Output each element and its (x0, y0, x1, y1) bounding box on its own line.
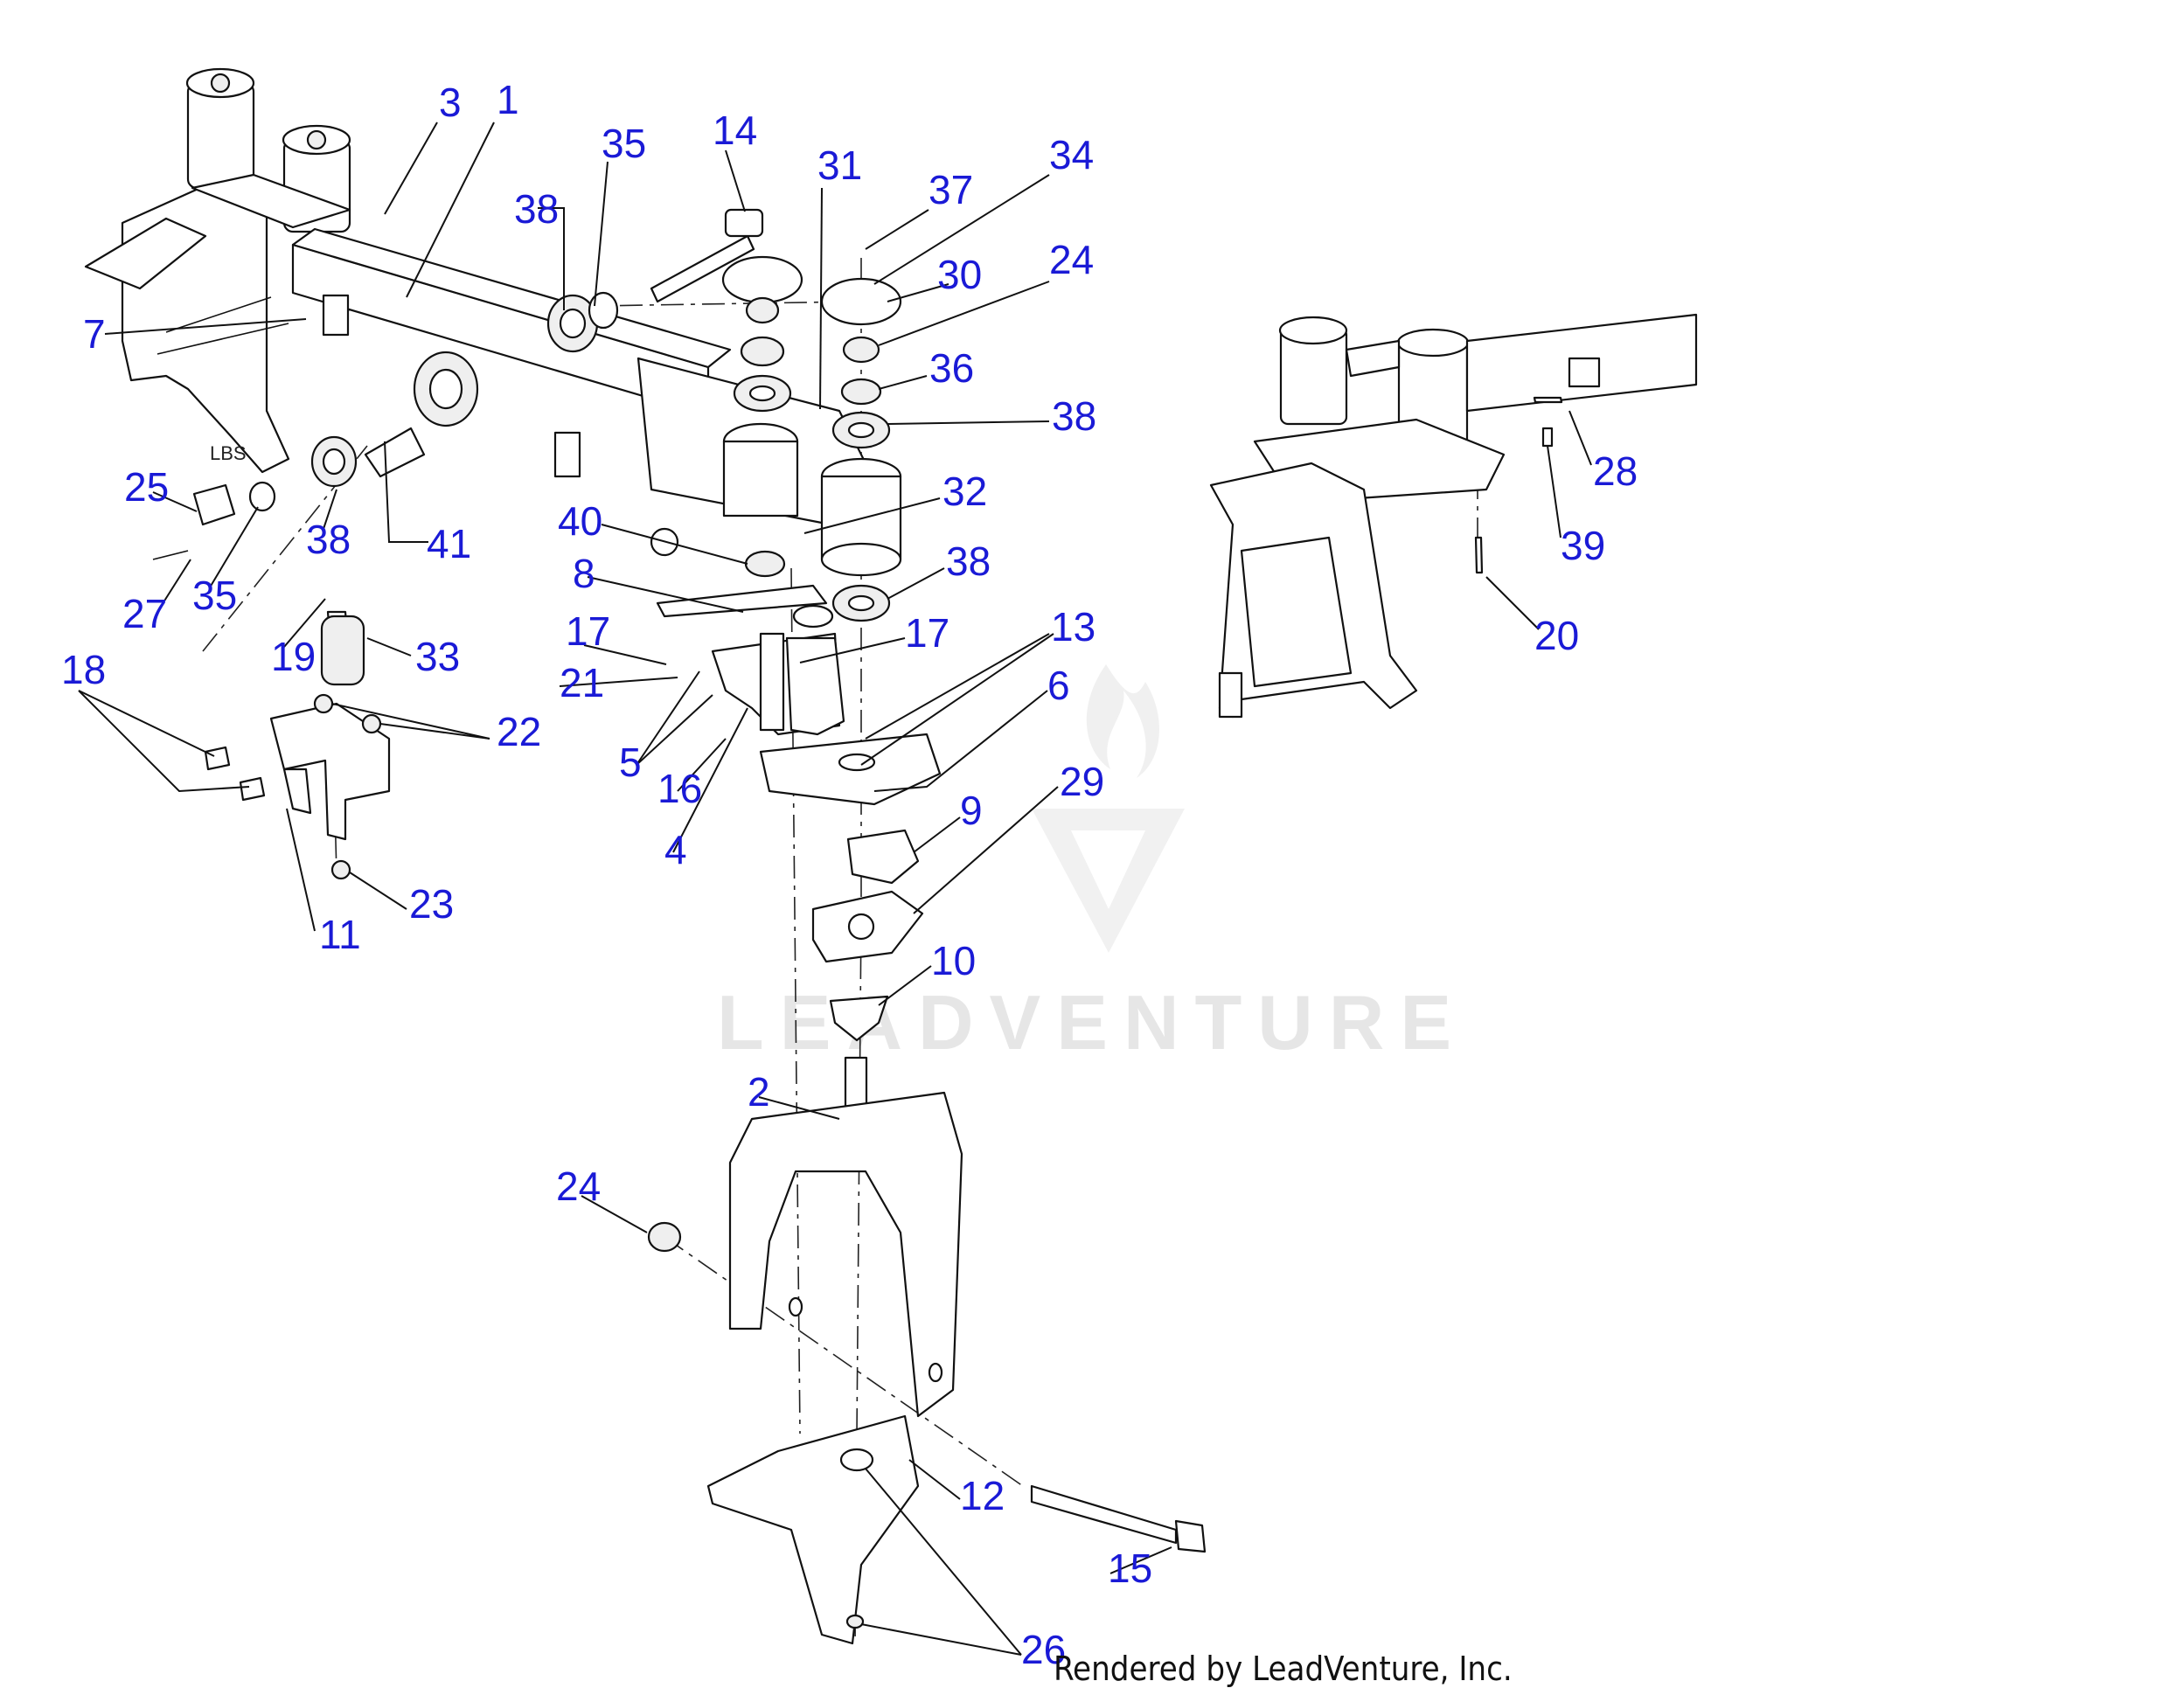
bearing-stack (152, 208, 902, 622)
callout-c7: 7 (83, 311, 106, 357)
inset-view (1209, 313, 1698, 719)
callout-c26: 26 (1021, 1627, 1066, 1672)
watermark-text: LEADVENTURE (717, 979, 1467, 1066)
callout-c40: 40 (558, 498, 602, 544)
callout-c31: 31 (817, 142, 862, 188)
callout-c15: 15 (1108, 1546, 1152, 1591)
callout-c30: 30 (937, 252, 982, 297)
callout-c38c: 38 (306, 517, 351, 562)
callout-c23: 23 (409, 881, 454, 927)
callout-c17a: 17 (566, 608, 610, 654)
callout-c22: 22 (497, 709, 541, 754)
callout-c29: 29 (1060, 759, 1104, 804)
callout-c21: 21 (560, 660, 604, 705)
callout-c16: 16 (657, 766, 702, 811)
callout-c38b: 38 (1052, 393, 1096, 439)
callout-c38d: 38 (946, 538, 991, 584)
leadventure-logo-icon (1032, 664, 1185, 953)
callout-c14: 14 (713, 108, 757, 153)
callout-c36: 36 (929, 345, 974, 391)
lbs-mark: LBS (210, 442, 247, 464)
callout-c33: 33 (415, 634, 460, 679)
steering-assembly (656, 584, 942, 1042)
callout-c20: 20 (1534, 613, 1579, 658)
callout-c13: 13 (1051, 604, 1095, 649)
callout-c18: 18 (61, 647, 106, 692)
callout-c32: 32 (942, 469, 987, 514)
callout-c24a: 24 (1049, 237, 1094, 282)
caster-fork (647, 1056, 1207, 1645)
callout-c35a: 35 (602, 121, 646, 166)
callout-c9: 9 (960, 788, 983, 833)
callout-c12: 12 (960, 1473, 1005, 1518)
callout-c34: 34 (1049, 132, 1094, 177)
credit-text: Rendered by LeadVenture, Inc. (1054, 1650, 1513, 1688)
callout-c4: 4 (664, 827, 687, 872)
axle-frame-assembly (84, 67, 902, 577)
callout-c5: 5 (619, 740, 642, 785)
callout-c35b: 35 (192, 573, 237, 618)
callout-c10: 10 (931, 938, 976, 983)
callout-c8: 8 (573, 551, 595, 596)
callout-c39: 39 (1561, 523, 1605, 568)
leader-lines (78, 122, 1592, 1656)
callout-c17b: 17 (905, 610, 949, 656)
callout-c28: 28 (1593, 448, 1638, 494)
bracket-assembly (204, 610, 391, 880)
callout-c41: 41 (427, 521, 471, 566)
callout-c3: 3 (439, 80, 462, 125)
callout-c24b: 24 (556, 1164, 601, 1209)
callout-c27: 27 (122, 591, 167, 636)
callout-c2: 2 (748, 1069, 770, 1115)
callout-c19: 19 (271, 634, 316, 679)
callout-c38a: 38 (514, 186, 559, 232)
callout-c1: 1 (497, 77, 519, 122)
callout-c25: 25 (124, 464, 169, 510)
callout-c6: 6 (1047, 663, 1070, 708)
callout-c37: 37 (929, 167, 973, 212)
callout-c11: 11 (319, 912, 361, 957)
